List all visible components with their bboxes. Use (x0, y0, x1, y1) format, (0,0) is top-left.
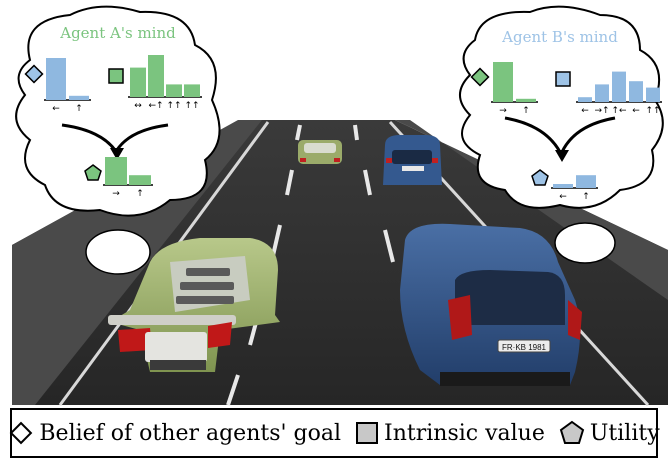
chart-bar (629, 81, 643, 102)
chart-bar (105, 157, 127, 185)
chart-bar (516, 98, 536, 102)
legend-intrinsic-label: Intrinsic value (384, 420, 545, 446)
action-arrow-label: ← (52, 104, 60, 114)
action-arrow-label: ← (632, 106, 640, 116)
combine-arrowhead (110, 148, 124, 160)
action-arrow-label: ↑↑ (166, 101, 181, 111)
agent-b-thought-cloud (459, 5, 664, 264)
chart-bar (595, 84, 609, 102)
chart-bar (578, 97, 592, 102)
distant-green-car (298, 140, 342, 164)
agent-b-charts: →↑←→↑↑←←↑↑←↑ (470, 62, 662, 202)
combine-arrowhead (555, 150, 569, 162)
chart-bar (646, 87, 660, 102)
action-arrow-label: ↑↑ (645, 106, 660, 116)
chart-bar (148, 55, 164, 97)
action-arrow-label: →↑ (594, 106, 609, 116)
diamond-icon (10, 421, 33, 445)
action-arrow-label: → (112, 189, 120, 199)
agent-a-thought-cloud (15, 5, 221, 275)
chart-bar (553, 184, 573, 188)
blue-car-agent-b: FR·KB 1981 (400, 223, 582, 386)
intrinsic-square-icon (555, 71, 571, 87)
utility-pentagon-icon (84, 164, 102, 181)
legend-belief-label: Belief of other agents' goal (39, 420, 342, 446)
action-arrow-label: ↑ (75, 104, 83, 114)
agent-a-charts: ←↑↔←↑↑↑↑↑→↑ (24, 55, 202, 199)
chart-bar (493, 62, 513, 102)
chart-bar (129, 175, 151, 185)
legend: Belief of other agents' goal Intrinsic v… (8, 408, 660, 458)
action-arrow-label: ←↑ (148, 101, 163, 111)
combine-arrow-right (560, 116, 616, 153)
legend-item-utility: Utility (559, 420, 660, 446)
chart-bar (184, 84, 200, 97)
legend-item-belief: Belief of other agents' goal (8, 420, 341, 446)
belief-diamond-icon (24, 64, 44, 84)
action-arrow-label: ↑ (136, 189, 144, 199)
combine-arrow-right (115, 123, 169, 151)
action-arrow-label: ↑← (611, 106, 627, 116)
agent-b-title: Agent B's mind (501, 28, 618, 46)
chart-bar (130, 67, 146, 97)
distant-blue-car (383, 135, 442, 185)
chart-bar (576, 175, 596, 188)
square-icon (356, 422, 379, 444)
license-plate: FR·KB 1981 (502, 343, 547, 352)
action-arrow-label: ↑ (582, 192, 590, 202)
legend-utility-label: Utility (589, 420, 660, 446)
action-arrow-label: ↑↑ (184, 101, 199, 111)
action-arrow-label: ← (581, 106, 589, 116)
belief-diamond-icon (470, 67, 490, 87)
green-car-agent-a (108, 238, 280, 372)
chart-bar (166, 84, 182, 97)
pentagon-icon (559, 420, 585, 444)
action-arrow-label: ← (559, 192, 567, 202)
combine-arrow-left (504, 116, 562, 153)
chart-bar (612, 71, 626, 102)
chart-bar (46, 58, 66, 100)
action-arrow-label: ↑ (522, 106, 530, 116)
utility-pentagon-icon (531, 169, 549, 186)
combine-arrow-left (61, 123, 117, 151)
legend-item-intrinsic: Intrinsic value (355, 421, 545, 446)
action-arrow-label: ↔ (134, 101, 142, 111)
chart-bar (69, 95, 89, 100)
agent-a-title: Agent A's mind (59, 24, 176, 42)
intrinsic-square-icon (108, 68, 124, 84)
action-arrow-label: → (499, 106, 507, 116)
